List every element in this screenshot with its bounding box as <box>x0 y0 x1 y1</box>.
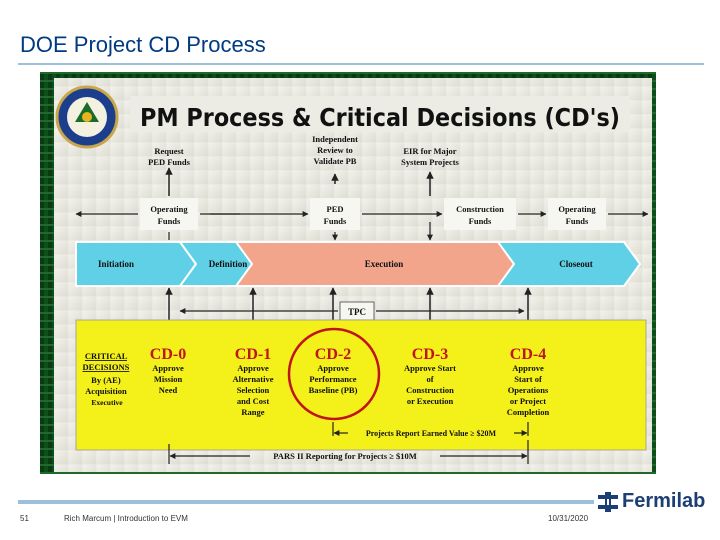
presenter-info: Rich Marcum | Introduction to EVM <box>64 514 188 523</box>
pars-reporting: PARS II Reporting for Projects ≥ $10M <box>273 451 416 461</box>
cd3-id: CD-3 <box>412 346 448 363</box>
critical-decisions-panel <box>75 319 647 451</box>
banner-backdrop <box>130 96 630 132</box>
fermilab-mark-icon <box>598 491 618 512</box>
critical-decisions-label: CRITICAL DECISIONS By (AE) Acquisition E… <box>83 351 132 407</box>
cd-process-diagram: PM Process & Critical Decisions (CD's) R… <box>40 72 656 474</box>
operating-funds-right-box <box>548 198 606 230</box>
presentation-date: 10/31/2020 <box>548 514 589 523</box>
cd2-highlight-circle <box>287 327 381 421</box>
slide-title: DOE Project CD Process <box>20 32 266 57</box>
phase-label-definition: Definition <box>209 259 248 269</box>
footer-divider <box>18 500 594 504</box>
cd1-id: CD-1 <box>235 346 271 363</box>
banner-title: PM Process & Critical Decisions (CD's) <box>140 103 620 132</box>
phase-label-closeout: Closeout <box>559 259 593 269</box>
earned-value-reporting: Projects Report Earned Value ≥ $20M <box>366 429 497 438</box>
cd0-id: CD-0 <box>150 346 186 363</box>
cd2-id: CD-2 <box>315 346 351 363</box>
fermilab-logo: Fermilab <box>598 490 705 513</box>
phase-label-initiation: Initiation <box>98 259 134 269</box>
phase-closeout <box>496 241 642 287</box>
page-number: 51 <box>20 514 29 523</box>
phase-initiation <box>75 241 198 287</box>
title-divider <box>18 63 704 65</box>
construction-funds-box <box>444 198 516 230</box>
phase-label-execution: Execution <box>365 259 404 269</box>
phase-band <box>75 241 642 287</box>
fermilab-wordmark: Fermilab <box>622 490 706 512</box>
ped-funds-box <box>310 198 360 230</box>
cd4-id: CD-4 <box>510 346 546 363</box>
tpc-label: TPC <box>348 307 366 317</box>
doe-seal-icon <box>55 85 119 149</box>
operating-funds-left-box <box>140 198 198 230</box>
